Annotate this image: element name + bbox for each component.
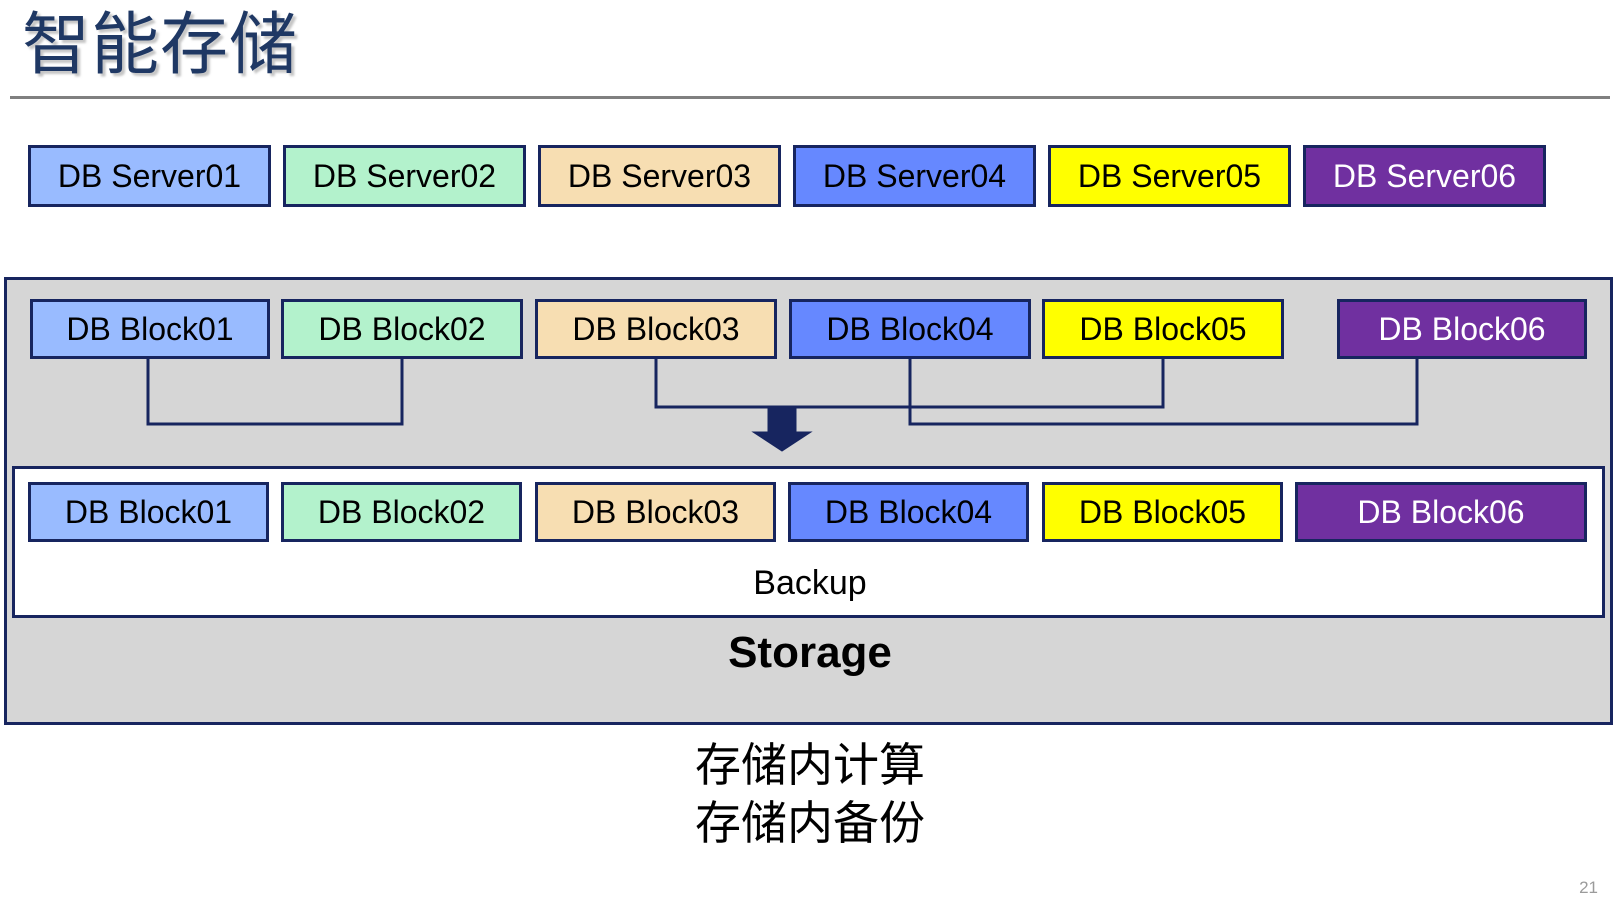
db-block-backup-box-4[interactable]: DB Block04 [788, 482, 1029, 542]
db-block-backup-box-label: DB Block03 [571, 493, 740, 530]
db-server-box-label: DB Server04 [822, 157, 1007, 194]
storage-label: Storage [728, 628, 892, 677]
page-number: 21 [1579, 878, 1598, 897]
db-server-box-label: DB Server01 [57, 157, 242, 194]
db-block-backup-box-label: DB Block04 [824, 493, 993, 530]
db-block-box-label: DB Block03 [572, 310, 740, 347]
db-server-box-3[interactable]: DB Server03 [538, 145, 781, 207]
db-block-backup-box-6[interactable]: DB Block06 [1295, 482, 1587, 542]
db-block-box-5[interactable]: DB Block05 [1042, 299, 1284, 359]
db-server-box-1[interactable]: DB Server01 [28, 145, 271, 207]
db-block-box-label: DB Block02 [318, 310, 486, 347]
db-server-box-label: DB Server02 [312, 157, 497, 194]
db-server-box-label: DB Server05 [1077, 157, 1262, 194]
db-block-box-2[interactable]: DB Block02 [281, 299, 523, 359]
db-block-backup-box-5[interactable]: DB Block05 [1042, 482, 1283, 542]
caption-line-2: 存储内备份 [695, 797, 925, 849]
db-block-backup-box-label: DB Block05 [1078, 493, 1247, 530]
db-block-backup-box-label: DB Block02 [317, 493, 486, 530]
db-block-box-label: DB Block06 [1378, 310, 1546, 347]
db-block-box-3[interactable]: DB Block03 [535, 299, 777, 359]
db-server-box-label: DB Server03 [567, 157, 752, 194]
db-block-box-6[interactable]: DB Block06 [1337, 299, 1587, 359]
db-server-box-5[interactable]: DB Server05 [1048, 145, 1291, 207]
caption-line-1: 存储内计算 [695, 739, 925, 791]
db-block-backup-box-1[interactable]: DB Block01 [28, 482, 269, 542]
db-server-box-2[interactable]: DB Server02 [283, 145, 526, 207]
db-block-backup-box-label: DB Block01 [64, 493, 233, 530]
backup-label: Backup [753, 564, 867, 602]
title-divider [10, 96, 1610, 99]
db-server-box-6[interactable]: DB Server06 [1303, 145, 1546, 207]
db-block-backup-box-3[interactable]: DB Block03 [535, 482, 776, 542]
db-block-box-label: DB Block01 [66, 310, 234, 347]
db-server-box-label: DB Server06 [1332, 157, 1517, 194]
db-block-box-label: DB Block05 [1079, 310, 1247, 347]
db-block-backup-box-2[interactable]: DB Block02 [281, 482, 522, 542]
db-block-box-4[interactable]: DB Block04 [789, 299, 1031, 359]
db-block-box-1[interactable]: DB Block01 [30, 299, 270, 359]
db-server-box-4[interactable]: DB Server04 [793, 145, 1036, 207]
db-block-box-label: DB Block04 [826, 310, 994, 347]
db-block-backup-box-label: DB Block06 [1357, 493, 1525, 530]
page-title: 智能存储 [22, 7, 299, 83]
slide-caption: 存储内计算 存储内备份 [0, 736, 1620, 852]
